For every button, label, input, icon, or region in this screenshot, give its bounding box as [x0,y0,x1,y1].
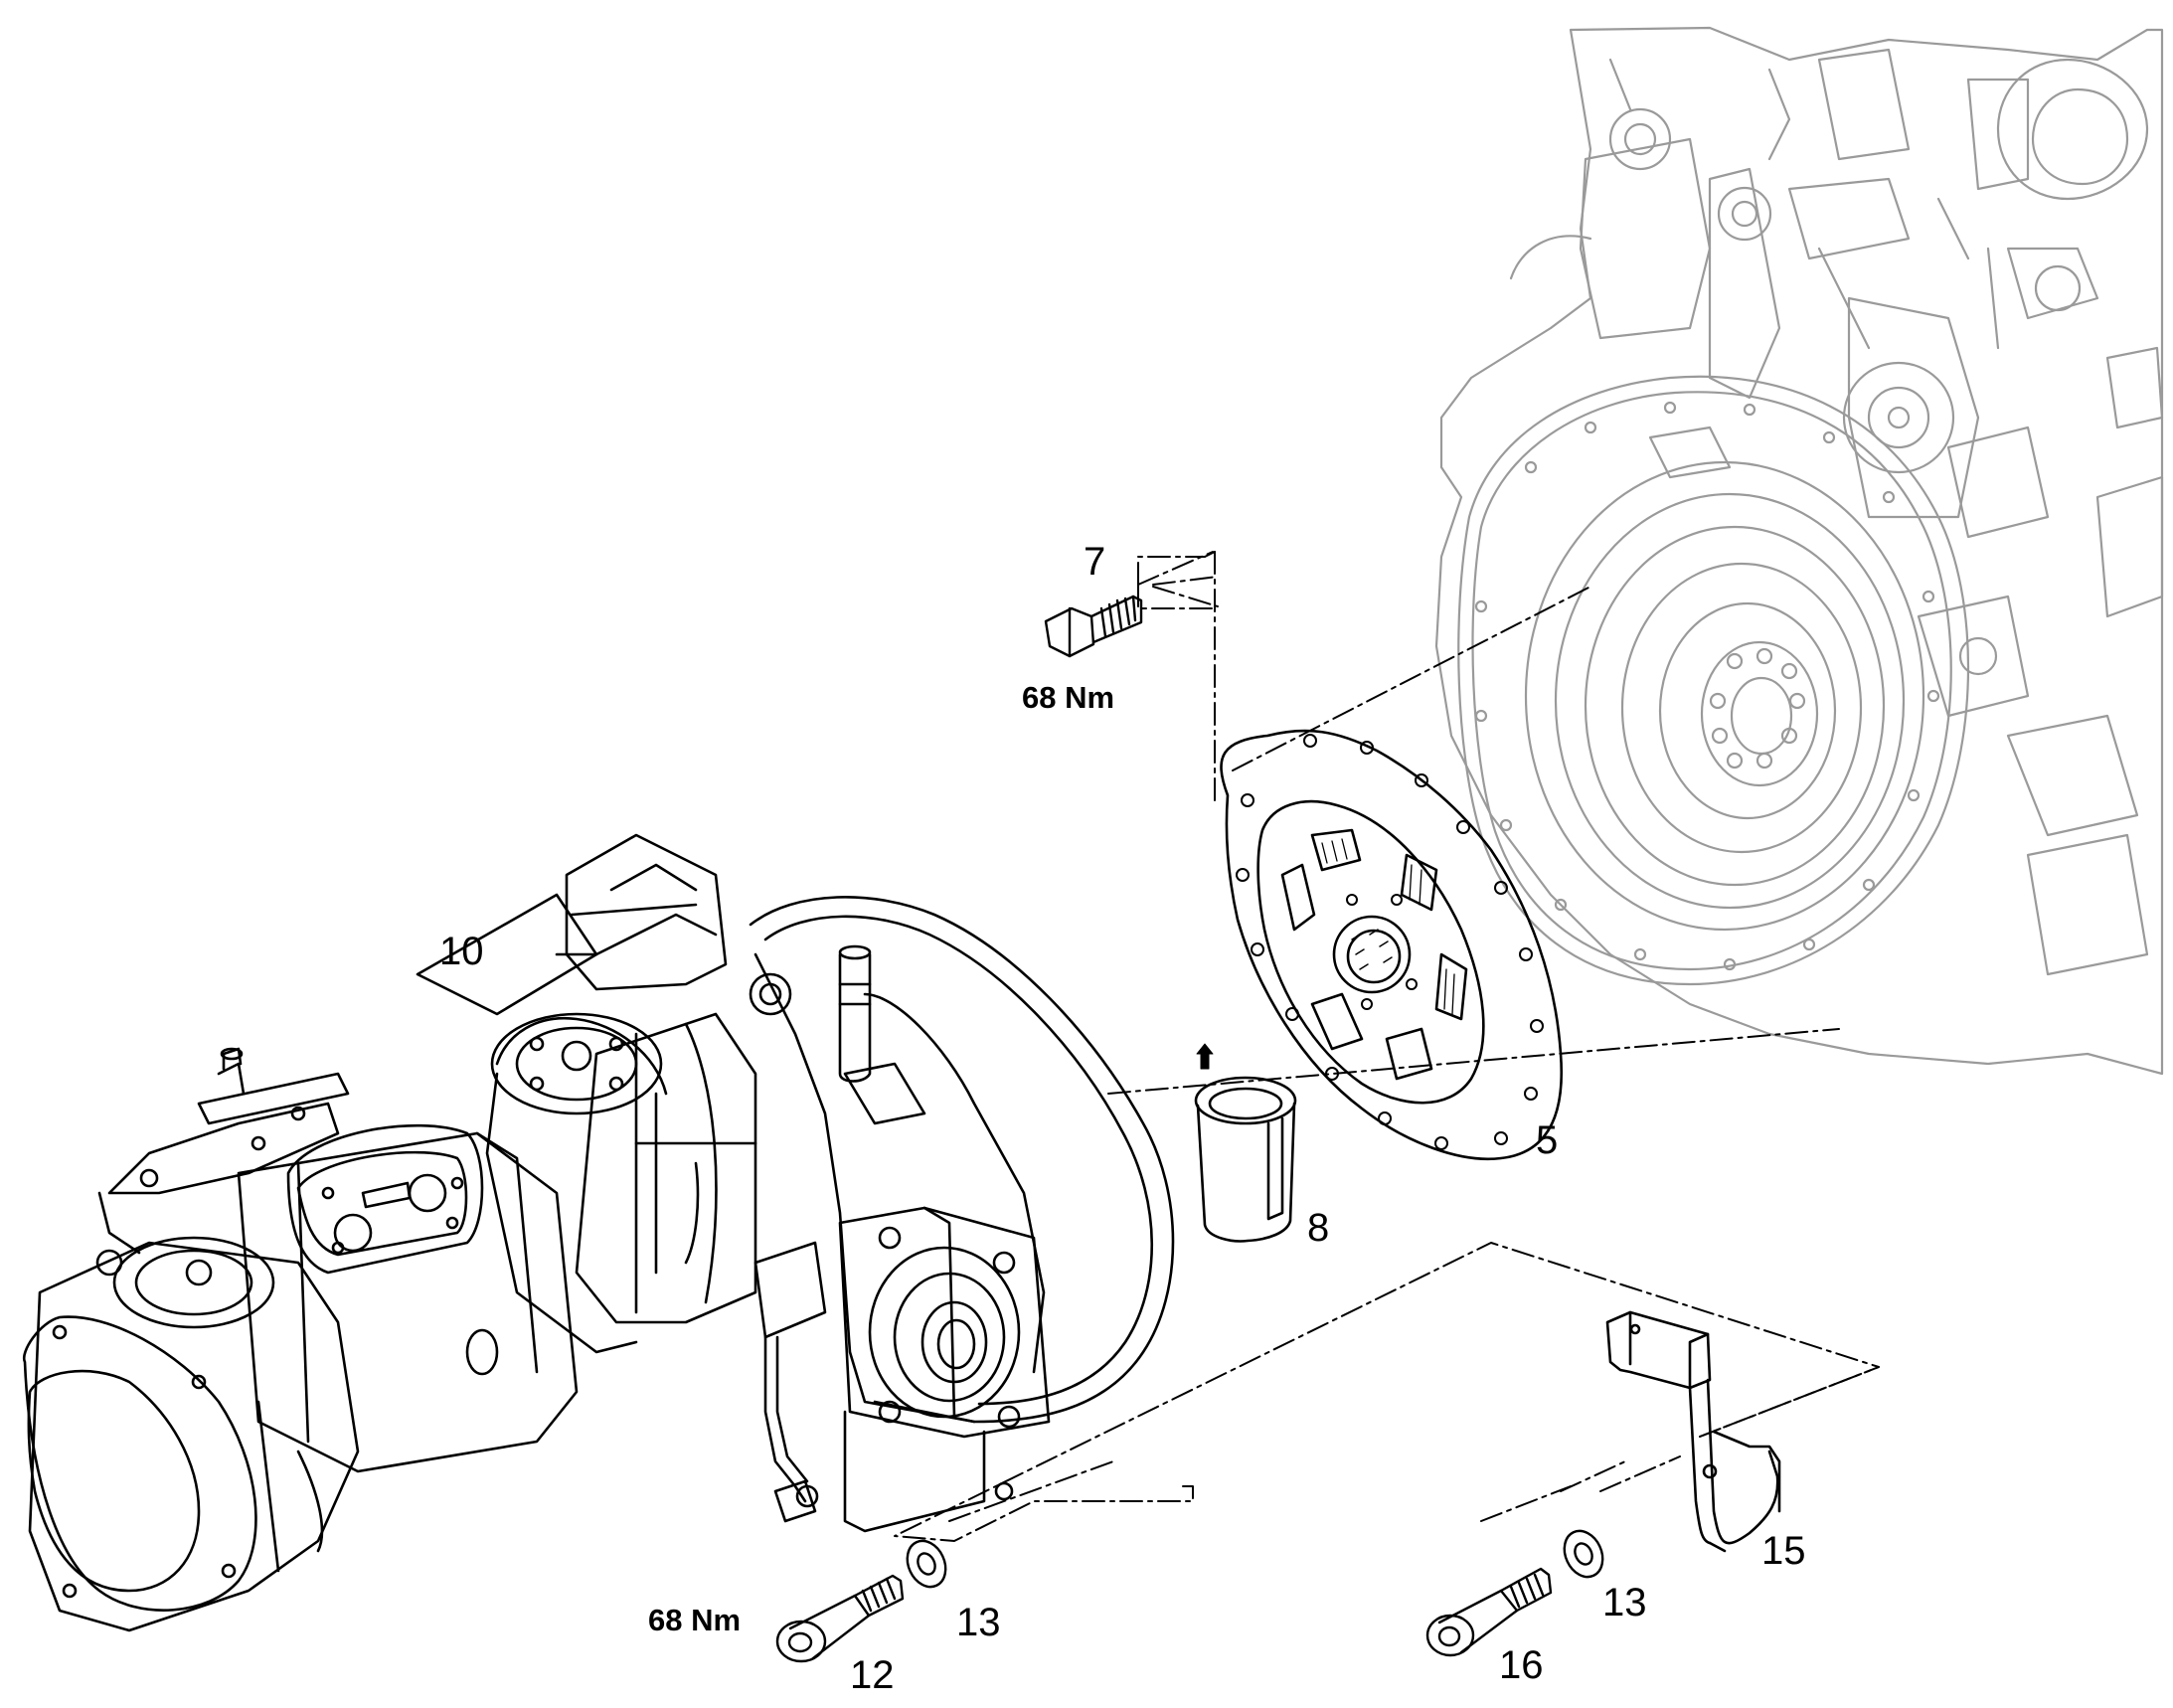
bolt-7 [1044,595,1143,658]
torque-label-12: 68 Nm [648,1603,741,1637]
callout-7: 7 [1084,540,1105,584]
callout-8: 8 [1307,1206,1329,1250]
assembly-lines [894,551,1880,1542]
screw-16 [1425,1567,1553,1657]
callout-13-right: 13 [1602,1581,1647,1624]
callout-15: 15 [1761,1529,1806,1573]
callout-12: 12 [850,1653,895,1697]
callout-10: 10 [439,930,484,973]
screw-12 [775,1574,905,1663]
bracket-15 [1605,1310,1781,1553]
callout-13-left: 13 [956,1601,1001,1644]
engine-block [1434,26,2164,1076]
bushing-8 [1194,1043,1297,1243]
damper-disc [1220,729,1564,1161]
washer-13-right [1563,1529,1604,1579]
torque-label-7: 68 Nm [1022,680,1114,715]
pump-assembly [22,833,1175,1632]
callout-16: 16 [1499,1643,1544,1687]
washer-13-left [906,1539,947,1589]
callout-labels: 7 68 Nm 10 5 8 15 13 16 13 12 68 Nm [439,540,1806,1697]
callout-5: 5 [1536,1118,1558,1162]
